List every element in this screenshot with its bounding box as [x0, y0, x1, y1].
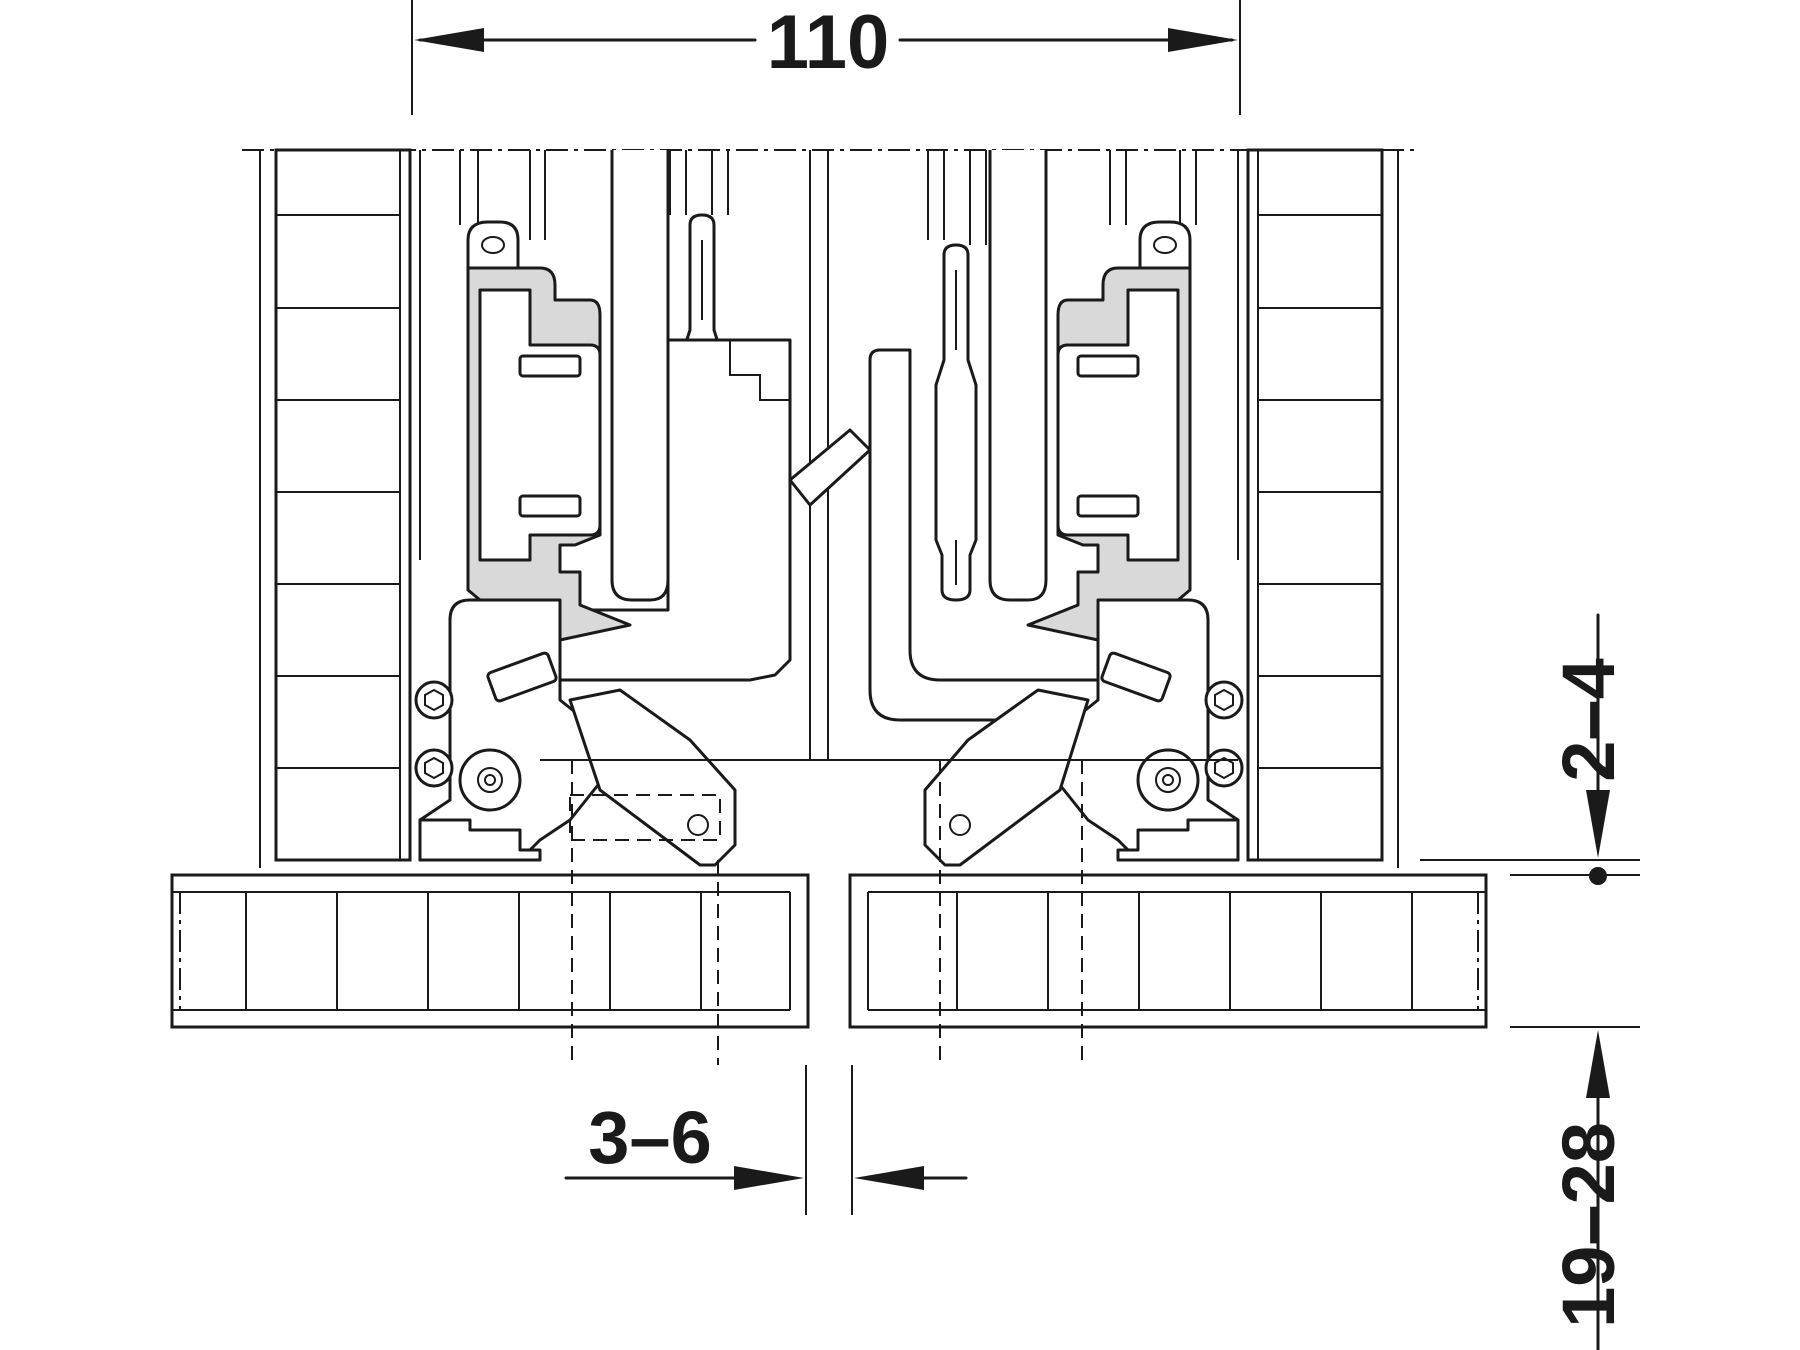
right-slot-link — [934, 243, 978, 602]
left-u-channel — [610, 150, 670, 602]
right-door-panel — [848, 873, 1488, 1029]
arrow-gap-right-icon — [734, 1166, 804, 1190]
center-link — [788, 428, 872, 507]
right-pivot-cam — [1136, 748, 1200, 812]
right-u-channel — [988, 150, 1048, 602]
left-screw-bottom — [414, 748, 454, 788]
arrow-left-icon — [414, 28, 484, 52]
left-pivot-cam — [458, 748, 522, 812]
gap-dot-icon — [1589, 867, 1607, 885]
dimension-label-panel-thickness: 19–28 — [1547, 1122, 1630, 1328]
arrow-up-icon — [1586, 1030, 1610, 1098]
right-side-panel — [1246, 148, 1399, 868]
right-bracket — [868, 348, 1102, 722]
dimension-horizontal-gap: 3–6 — [564, 1065, 968, 1215]
arrow-down-icon — [1586, 790, 1610, 858]
dimension-label-horizontal-gap: 3–6 — [588, 1096, 711, 1179]
left-hinge — [414, 150, 792, 867]
left-connecting-arm — [568, 688, 737, 867]
left-side-panel — [259, 148, 412, 868]
dimension-top-width: 110 — [411, 0, 1241, 115]
right-hinge — [868, 150, 1244, 867]
dimension-label-vertical-gap: 2–4 — [1547, 658, 1630, 781]
left-screw-top — [414, 680, 454, 720]
hidden-projection-lines — [571, 760, 1083, 1065]
right-connecting-arm — [923, 688, 1090, 867]
right-screw-top — [1204, 680, 1244, 720]
left-door-panel — [170, 873, 810, 1029]
central-rails — [419, 150, 1239, 760]
dimension-vertical-gap: 2–4 — [1420, 613, 1640, 885]
dimension-label-top: 110 — [767, 0, 890, 85]
dimension-panel-thickness: 19–28 — [1510, 1026, 1640, 1350]
arrow-right-icon — [1168, 28, 1238, 52]
right-screw-bottom — [1204, 748, 1244, 788]
arrow-gap-left-icon — [854, 1166, 924, 1190]
left-bracket — [558, 338, 792, 682]
